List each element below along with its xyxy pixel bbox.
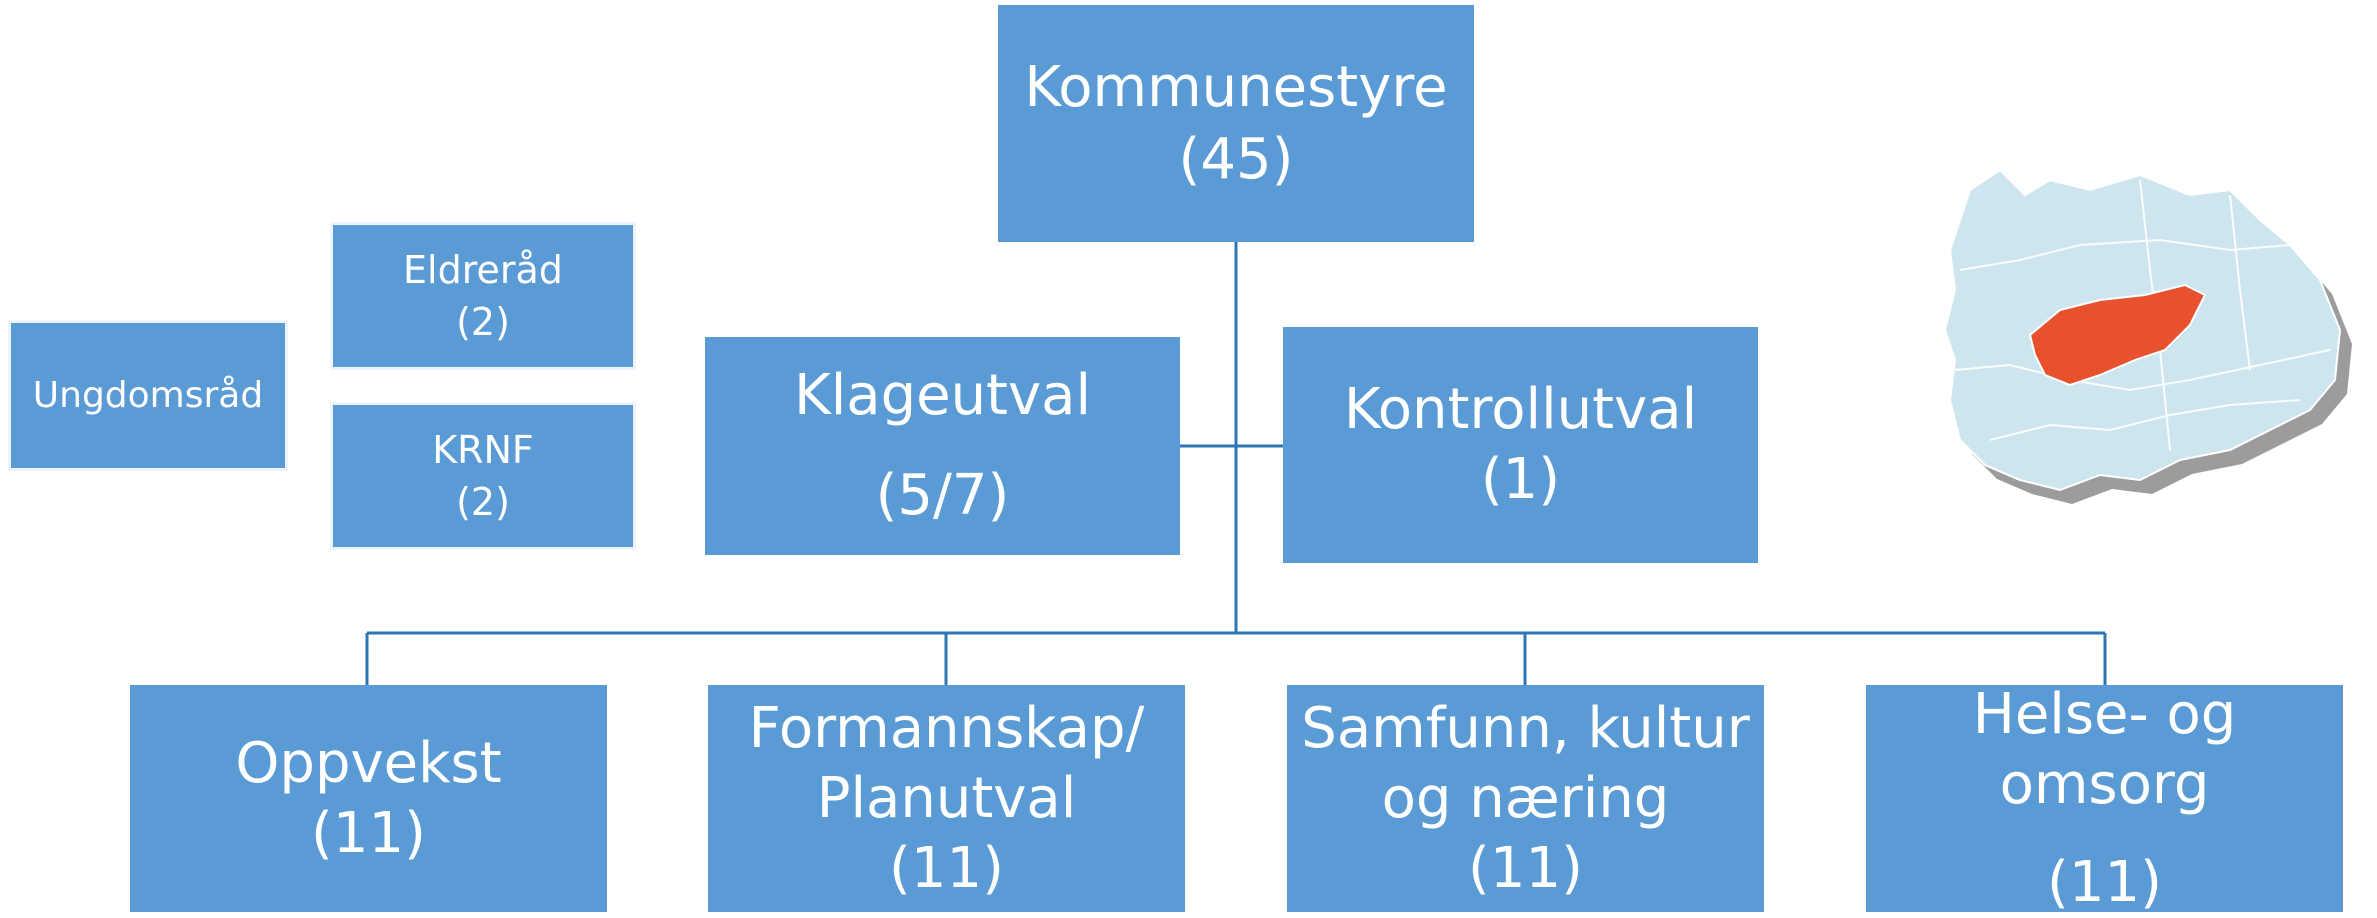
krnf-box: KRNF (2): [330, 402, 636, 550]
committee-samfunn-line-1: Samfunn, kultur: [1301, 695, 1750, 761]
kommunestyre-label: Kommunestyre: [1024, 54, 1448, 120]
ungdomsrad-label: Ungdomsråd: [32, 374, 264, 416]
committee-helse-box: Helse- og omsorg (11): [1866, 682, 2343, 915]
committee-formannskap-line-2: Planutval: [816, 765, 1077, 831]
committee-samfunn-line-2: og næring: [1381, 765, 1670, 831]
kommunestyre-box: Kommunestyre (45): [998, 5, 1474, 242]
klageutval-count: (5/7): [875, 463, 1010, 528]
committee-formannskap-box: Formannskap/ Planutval (11): [708, 685, 1185, 912]
committee-oppvekst-box: Oppvekst (11): [130, 685, 607, 912]
krnf-count: (2): [456, 480, 510, 524]
kontrollutval-box: Kontrollutval (1): [1283, 327, 1758, 563]
committee-helse-line-2: (11): [2047, 849, 2162, 915]
committee-oppvekst-line-1: Oppvekst: [235, 730, 502, 796]
committee-formannskap-line-1: Formannskap/: [748, 695, 1145, 761]
kontrollutval-count: (1): [1480, 447, 1561, 512]
committee-samfunn-box: Samfunn, kultur og næring (11): [1287, 685, 1764, 912]
kontrollutval-label: Kontrollutval: [1343, 377, 1698, 442]
committee-helse-line-1: Helse- og omsorg: [1972, 681, 2237, 817]
eldrerad-box: Eldreråd (2): [330, 222, 636, 370]
krnf-label: KRNF: [432, 428, 534, 472]
committee-oppvekst-line-2: (11): [311, 800, 426, 866]
eldrerad-label: Eldreråd: [403, 248, 563, 292]
eldrerad-count: (2): [456, 300, 510, 344]
klageutval-label: Klageutval: [793, 363, 1092, 428]
region-map: [1943, 168, 2352, 504]
committee-samfunn-line-3: (11): [1468, 835, 1583, 901]
committee-formannskap-line-3: (11): [889, 835, 1004, 901]
map-highlighted-municipality: [2028, 283, 2207, 387]
ungdomsrad-box: Ungdomsråd: [8, 320, 288, 471]
kommunestyre-count: (45): [1178, 126, 1294, 192]
klageutval-box: Klageutval (5/7): [705, 337, 1180, 555]
